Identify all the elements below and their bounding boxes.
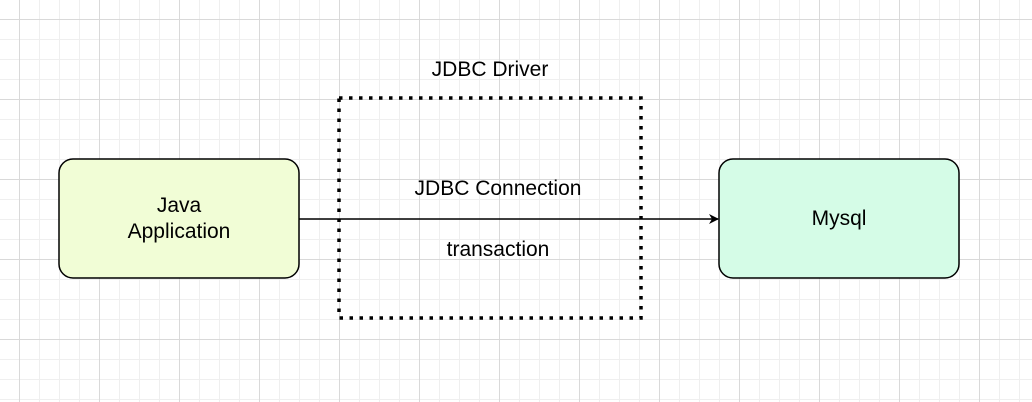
- mysql-label: Mysql: [811, 206, 867, 230]
- group-title: JDBC Driver: [431, 58, 549, 81]
- edge-label-transaction: transaction: [446, 238, 550, 261]
- edge-label-jdbc-connection: JDBC Connection: [414, 177, 582, 200]
- mysql-node[interactable]: [718, 158, 960, 279]
- java-application-line1: Java: [156, 193, 202, 217]
- jdbc-driver-group-border[interactable]: [337, 96, 643, 320]
- java-application-line2: Application: [127, 219, 231, 243]
- java-application-label: Java Application: [59, 159, 299, 278]
